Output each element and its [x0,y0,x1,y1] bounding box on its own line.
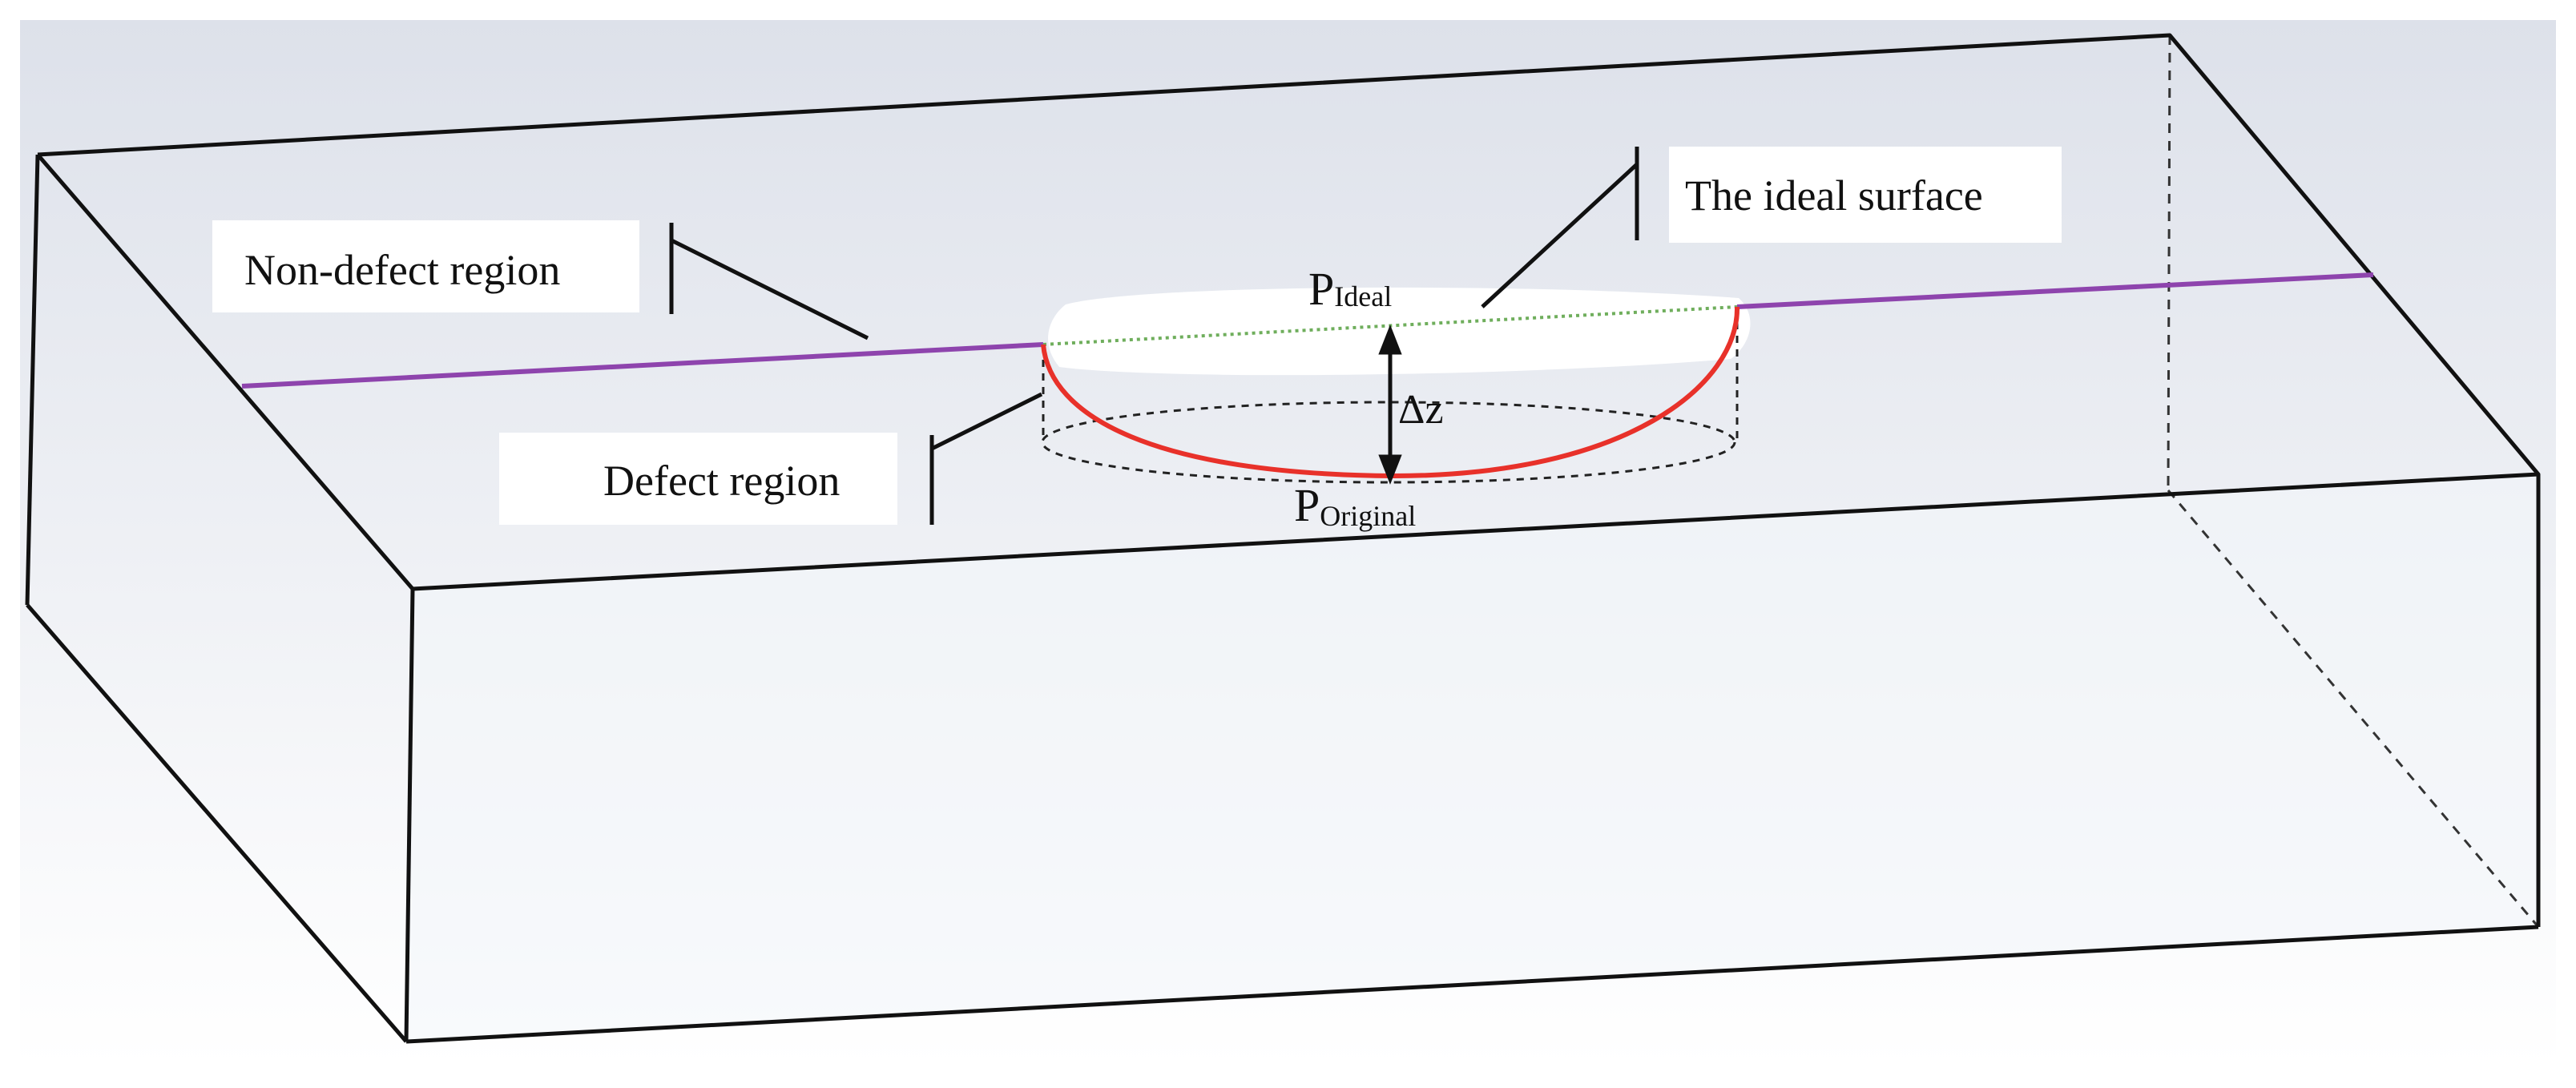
p-ideal-label: PIdeal [1308,263,1392,315]
defect-projection [1041,308,1739,484]
ideal-surface-label: The ideal surface [1685,171,1983,220]
box-edge-left-vertical [25,154,40,606]
box-edge-front-vertical [404,588,415,1042]
non-defect-label-box [212,220,639,312]
box-hidden-edges [2167,34,2540,928]
defect-region-label: Defect region [603,457,840,505]
box-visible-edges [25,33,2541,1044]
hidden-edge-back-vertical [2167,34,2171,491]
surface-profile [241,272,2374,389]
box-edge-front-bottom [405,925,2539,1044]
p-ideal-subscript: Ideal [1334,280,1392,312]
p-original-label: POriginal [1294,479,1416,532]
defect-label-box [499,433,897,525]
delta-z-label: Δz [1398,387,1444,433]
defect-base-ellipse [1041,401,1736,484]
leader-lines [669,147,1639,525]
non-defect-region-label: Non-defect region [244,246,560,294]
delta-z-arrow [1378,324,1402,485]
p-ideal-base: P [1308,263,1334,315]
profile-line-right [1736,272,2374,309]
box-front-face [406,474,2538,1042]
box-edge-left-bottom [26,603,408,1043]
p-original-subscript: Original [1320,500,1416,532]
ideal-surface-label-box [1669,147,2062,243]
delta-z-arrow-head-top [1378,324,1402,355]
p-original-base: P [1294,479,1320,531]
hidden-edge-bottom-right [2167,490,2540,928]
leader-defect-diagonal [930,392,1043,451]
ideal-surface-highlight [1048,287,1751,376]
delta-z-arrow-head-bottom [1378,454,1402,485]
leader-non-defect-diagonal [670,238,869,341]
leader-ideal-diagonal [1481,163,1639,308]
profile-line-left [241,342,1044,389]
defect-profile-curve [1041,306,1740,479]
